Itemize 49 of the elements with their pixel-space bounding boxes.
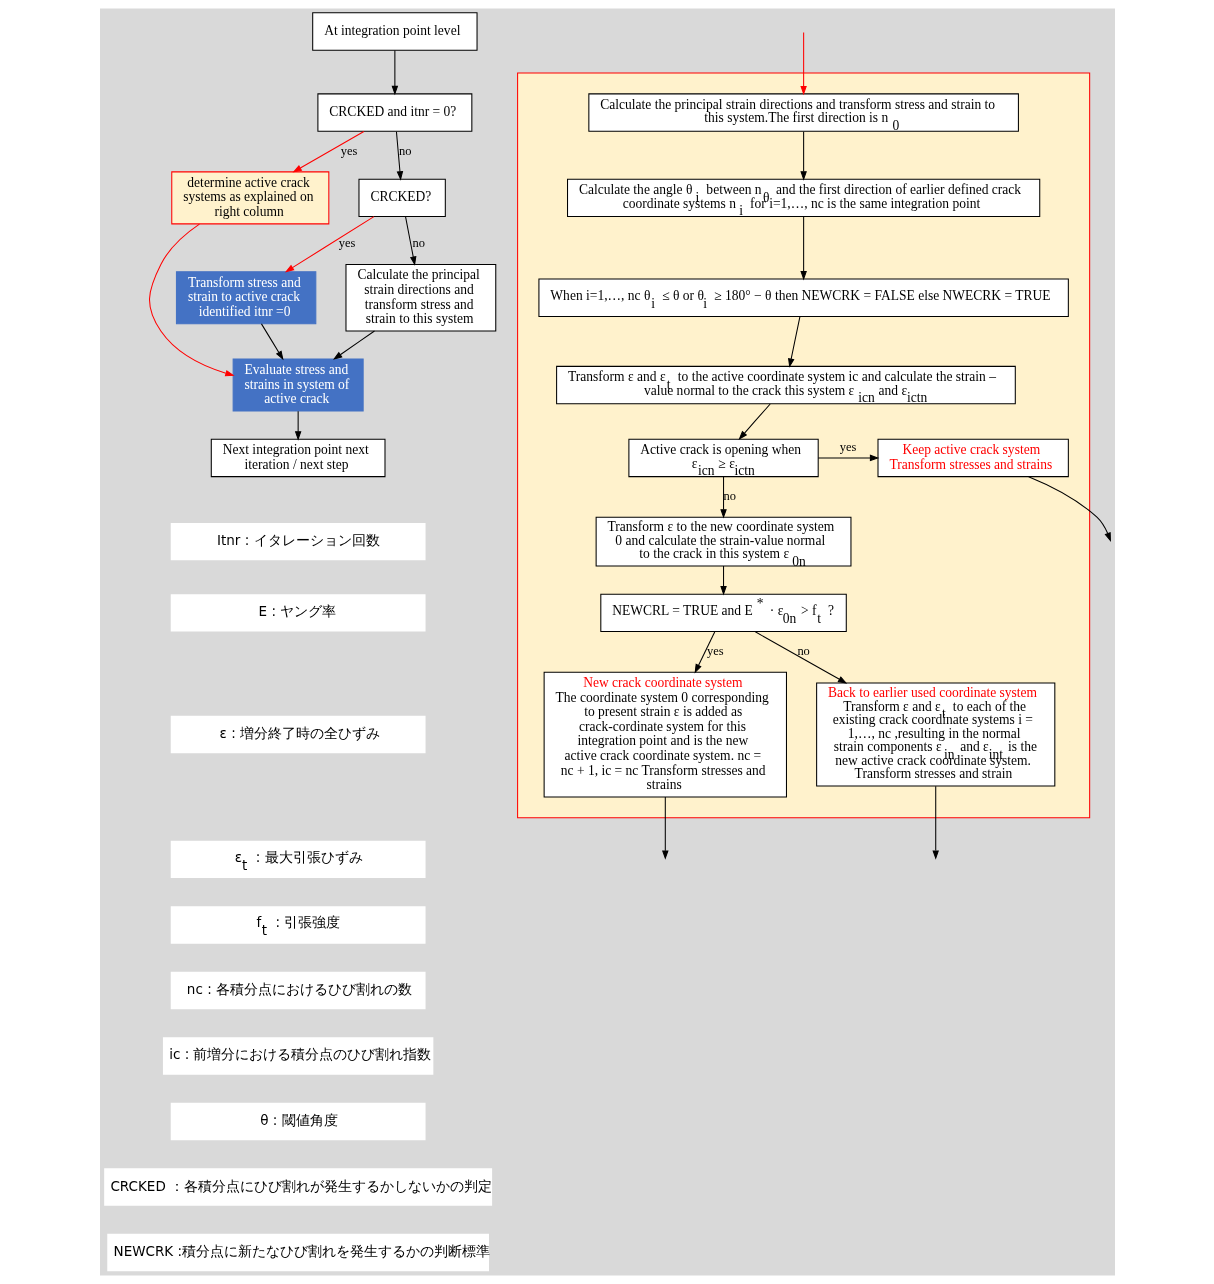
arrow — [661, 796, 669, 860]
label: Itnr : イタレーション回数 — [216, 532, 380, 549]
arrow — [284, 216, 374, 273]
arrow — [754, 631, 847, 684]
arrow — [294, 410, 301, 441]
arrow — [719, 476, 727, 519]
label: NEWCRK :積分点に新たなひび割れを発生するかの判断標準 — [113, 1243, 490, 1260]
arrow — [332, 330, 375, 360]
edge-label: yes — [839, 440, 856, 455]
node-box: New crack coordinate system The coordinate system 0 corresponding to present strain ε is added as crack-cordinate system for this integration point and is the new active crack coordinate system. nc = nc + 1, ic = nc Transform stresses and strains — [543, 671, 787, 798]
arrow — [260, 323, 284, 361]
label: CRCKED ：各積分点にひび割れが発生するかしないかの判定 — [109, 1177, 492, 1194]
edge-label: yes — [706, 644, 724, 659]
edge-label: no — [398, 143, 411, 158]
node-box: Next integration point next iteration / next step — [210, 438, 385, 478]
arrow — [931, 785, 939, 860]
arrow — [395, 131, 403, 181]
label: E : ヤング率 — [258, 603, 336, 620]
label: θ : 閾値角度 — [259, 1112, 338, 1129]
node-box: CRCKED? — [357, 178, 446, 218]
arrow — [799, 131, 807, 181]
arrow — [1027, 476, 1111, 542]
arrow — [799, 32, 807, 96]
node-box: Keep active crack system Transform stresses and strains — [877, 438, 1069, 478]
arrow — [719, 565, 727, 596]
label: ic : 前増分における積分点のひび割れ指数 — [168, 1046, 432, 1063]
node-box: At integration point level — [311, 12, 478, 51]
arrow — [817, 454, 879, 462]
arrow — [737, 403, 771, 440]
arrow — [404, 216, 416, 266]
arrow — [292, 130, 364, 173]
node-box: Evaluate stress and strains in system of active crack — [232, 358, 364, 412]
arrow — [694, 631, 715, 674]
arrow — [391, 49, 398, 96]
node-box: CRCKED and itnr = 0? — [316, 93, 472, 132]
node-box: Calculate the principal strain directions and transform stress and strain to this system — [344, 263, 496, 332]
edge-label: no — [723, 489, 736, 504]
arrow — [148, 223, 235, 377]
edge-label: yes — [338, 236, 355, 251]
edge-label: yes — [340, 143, 357, 158]
edge-label: no — [412, 236, 425, 251]
label: ε : 増分終了時の全ひずみ — [219, 725, 380, 742]
node-box: determine active crack systems as explained on right column — [170, 171, 329, 225]
arrow — [787, 316, 800, 368]
arrow — [799, 216, 807, 281]
label: nc : 各積分点におけるひび割れの数 — [186, 980, 412, 997]
node-box: Transform stress and strain to active crack identified itnr =0 — [175, 271, 316, 325]
cluster — [516, 72, 1090, 819]
edge-label: no — [796, 644, 810, 659]
